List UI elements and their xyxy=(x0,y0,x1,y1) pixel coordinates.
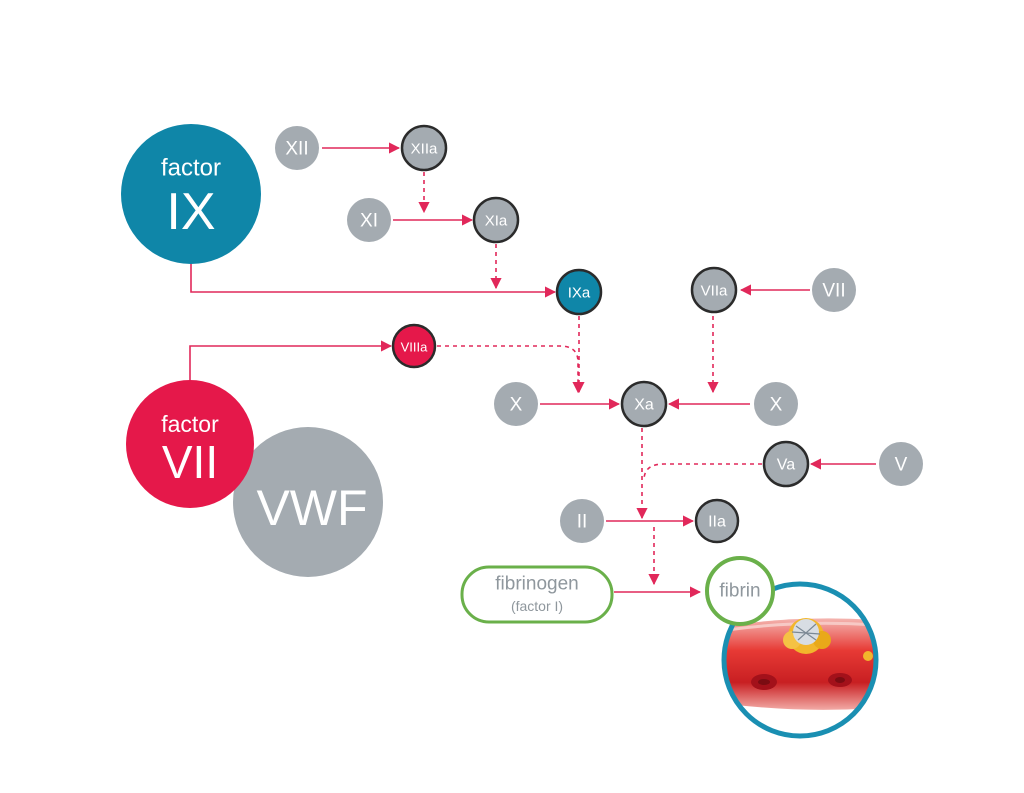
node-xia: XIa xyxy=(472,196,520,244)
factor-ix-label-top: factor xyxy=(161,155,221,182)
vwf-label: VWF xyxy=(256,480,367,536)
arrow-va-curve xyxy=(643,463,762,481)
node-x-left: X xyxy=(494,382,538,426)
fibrinogen-label: fibrinogen xyxy=(495,574,578,595)
factor-ix-circle: factor IX xyxy=(121,124,261,264)
arrows xyxy=(189,142,876,598)
node-xiia-label: XIIa xyxy=(411,141,438,158)
node-iia: IIa xyxy=(694,498,740,544)
factor-vii-circle: factor VII xyxy=(126,380,254,508)
node-x-right: X xyxy=(754,382,798,426)
factor-vii-label-main: VII xyxy=(162,436,218,488)
node-ii: II xyxy=(560,499,604,543)
node-x-left-label: X xyxy=(510,395,523,416)
node-va: Va xyxy=(762,440,810,488)
node-viiia-label: VIIIa xyxy=(401,340,429,355)
clot-icon xyxy=(783,618,831,654)
node-viia: VIIa xyxy=(690,266,738,314)
factor-vii-label-top: factor xyxy=(161,411,219,437)
node-vii: VII xyxy=(812,268,856,312)
fibrinogen-sublabel: (factor I) xyxy=(511,598,563,614)
fibrin-circle: fibrin xyxy=(705,556,775,626)
arrow-factorvii-viiia xyxy=(189,340,393,384)
node-xa-label: Xa xyxy=(634,397,654,414)
node-iia-label: IIa xyxy=(708,514,726,531)
node-xiia: XIIa xyxy=(400,124,448,172)
node-xia-label: XIa xyxy=(485,213,508,230)
node-xii: XII xyxy=(275,126,319,170)
node-ixa-label: IXa xyxy=(568,285,591,302)
arrow-viiia-xa xyxy=(437,345,584,394)
fibrinogen-pill: fibrinogen (factor I) xyxy=(460,565,614,624)
node-ii-label: II xyxy=(577,512,588,533)
node-va-label: Va xyxy=(777,457,795,474)
node-x-right-label: X xyxy=(770,395,783,416)
fibrin-label: fibrin xyxy=(719,581,760,602)
node-xi: XI xyxy=(347,198,391,242)
node-vii-label: VII xyxy=(822,281,845,302)
node-v-label: V xyxy=(895,455,908,476)
node-xa: Xa xyxy=(620,380,668,428)
node-xi-label: XI xyxy=(360,211,378,232)
factor-ix-label-main: IX xyxy=(166,183,215,241)
node-xii-label: XII xyxy=(285,139,308,160)
vwf-circle: VWF xyxy=(233,427,383,577)
node-v: V xyxy=(879,442,923,486)
node-ixa: IXa xyxy=(555,268,603,316)
node-viia-label: VIIa xyxy=(701,283,728,300)
node-viiia: VIIIa xyxy=(391,323,437,369)
arrow-factorix-ixa xyxy=(190,262,557,298)
